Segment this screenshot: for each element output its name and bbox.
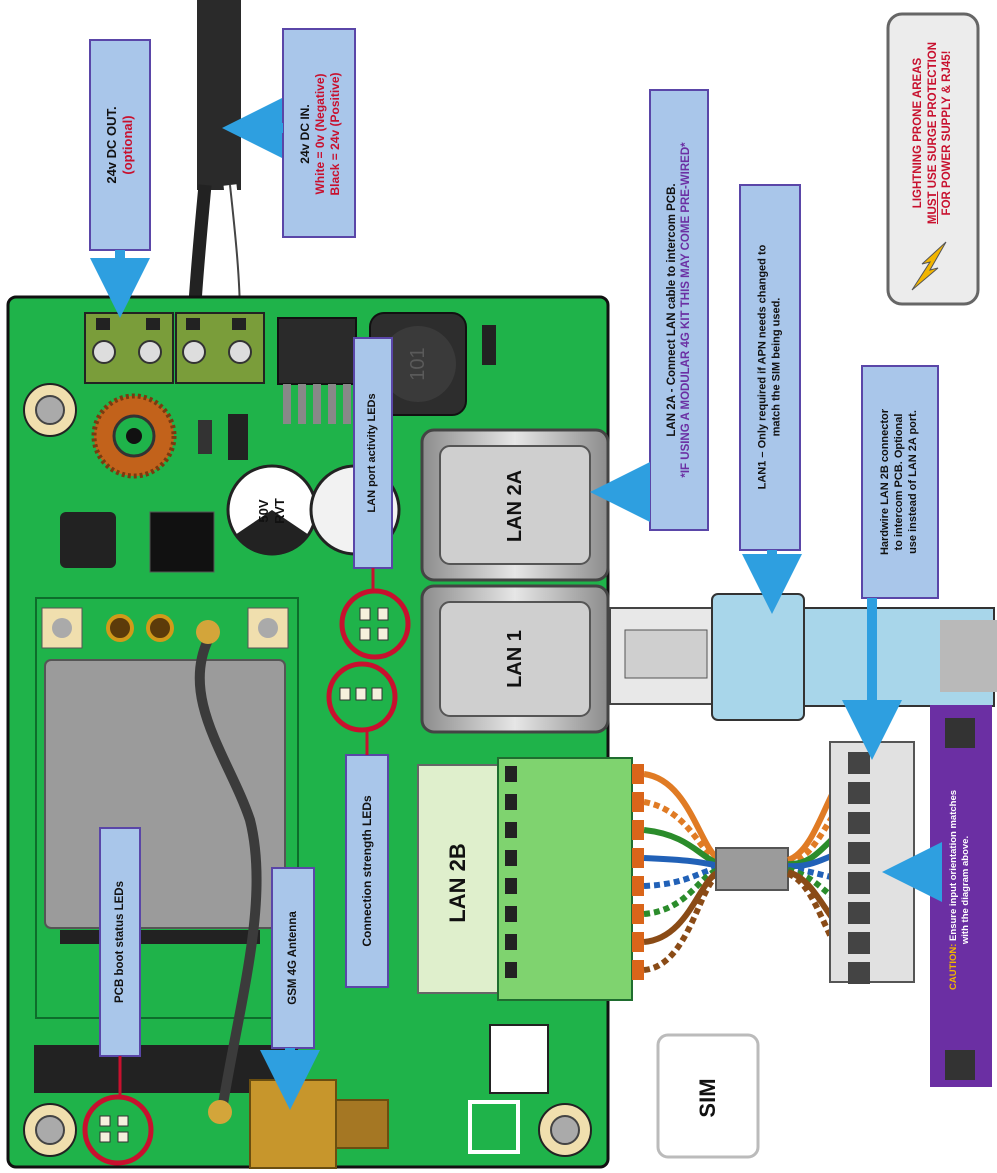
cap-rvt-text: RVT xyxy=(272,498,287,524)
caution-line-1: CAUTION: Ensure input orientation matche… xyxy=(948,790,960,990)
connection-leds-label: Connection strength LEDs xyxy=(352,756,382,986)
dc-in-label: 24v DC IN. White = 0v (Negative) Black =… xyxy=(297,29,342,239)
lan-2a-label: LAN 2A xyxy=(500,446,530,566)
caution-label: CAUTION: Ensure input orientation matche… xyxy=(942,735,978,1045)
pcb-boot-leds-text: PCB boot status LEDs xyxy=(113,880,126,1004)
dc-in-terminal xyxy=(175,312,265,384)
rj45-plug xyxy=(609,593,997,721)
mounting-screw xyxy=(538,1103,592,1157)
gsm-antenna-text: GSM 4G Antenna xyxy=(286,911,299,1005)
caution-line-1-rest: Ensure input orientation matches xyxy=(948,789,960,944)
lan-2b-wires xyxy=(643,757,862,973)
mounting-screw xyxy=(23,1103,77,1157)
lightning-must: MUST xyxy=(926,191,939,225)
lan2a-note-line: LAN 2A - Connect LAN cable to intercom P… xyxy=(665,183,678,437)
lightning-line-2: MUST USE SURGE PROTECTION xyxy=(926,42,940,224)
lan-2b-label: LAN 2B xyxy=(440,823,476,943)
lan-1-label: LAN 1 xyxy=(500,599,530,719)
caution-word: CAUTION: xyxy=(948,943,960,991)
lan2a-note: LAN 2A - Connect LAN cable to intercom P… xyxy=(659,90,699,530)
dc-out-title: 24v DC OUT. xyxy=(103,106,119,184)
dc-in-black: Black = 24v (Positive) xyxy=(327,72,342,196)
sim-text: SIM xyxy=(695,1078,721,1118)
lan2b-note-line-1: Hardwire LAN 2B connector xyxy=(879,408,892,556)
gsm-antenna-label: GSM 4G Antenna xyxy=(278,868,308,1048)
pcb-boot-leds-label: PCB boot status LEDs xyxy=(105,828,135,1056)
lan-2b-text: LAN 2B xyxy=(445,843,471,923)
lan1-note: LAN1 – Only required if APN needs change… xyxy=(751,185,791,550)
dc-in-title: 24v DC IN. xyxy=(297,104,312,164)
sim-card xyxy=(656,1033,760,1159)
lightning-warning-box xyxy=(886,12,980,306)
lightning-line-1: LIGHTNING PRONE AREAS xyxy=(912,57,925,209)
lan2a-warning: *IF USING A MODULAR 4G KIT THIS MAY COME… xyxy=(680,142,692,478)
mounting-screw xyxy=(23,383,77,437)
lan2b-note-line-3: use instead of LAN 2A port. xyxy=(906,410,919,554)
lightning-line-3: FOR POWER SUPPLY & RJ45! xyxy=(941,50,954,216)
inductor-text: 101 xyxy=(406,347,429,381)
4g-module xyxy=(35,597,299,1019)
dc-in-white: White = 0v (Negative) xyxy=(312,73,327,195)
caution-line-2: with the diagram above. xyxy=(960,835,971,945)
cap-50v-text: 50V xyxy=(255,499,271,523)
callout-box xyxy=(345,754,389,988)
capacitor-50v-label: 50V RVT xyxy=(255,471,289,551)
power-cable xyxy=(187,0,247,321)
lan1-note-line-1: LAN1 – Only required if APN needs change… xyxy=(756,244,769,490)
lan-1-text: LAN 1 xyxy=(503,630,526,688)
lan-2a-jack xyxy=(420,428,610,582)
rj45-header xyxy=(829,741,915,984)
lan-activity-leds-text: LAN port activity LEDs xyxy=(366,393,379,513)
callout-box xyxy=(282,28,356,238)
lan1-note-line-2: match the SIM being used. xyxy=(770,297,783,437)
inductor-label: 101 xyxy=(404,334,432,394)
lan-2a-text: LAN 2A xyxy=(503,469,526,543)
callout-box xyxy=(89,39,151,251)
dc-out-label: 24v DC OUT. (optional) xyxy=(103,40,135,250)
callout-box xyxy=(649,89,709,531)
lightning-line-2-rest: USE SURGE PROTECTION xyxy=(926,41,939,192)
lightning-warning: LIGHTNING PRONE AREAS MUST USE SURGE PRO… xyxy=(907,33,959,233)
led-ring xyxy=(82,588,411,1166)
lan2b-note: Hardwire LAN 2B connector to intercom PC… xyxy=(874,366,926,598)
callout-box xyxy=(739,184,801,551)
lan2b-note-line-2: to intercom PCB. Optional xyxy=(893,413,906,551)
lan-activity-leds-label: LAN port activity LEDs xyxy=(358,338,388,568)
lan-1-jack xyxy=(420,584,610,734)
connection-leds-text: Connection strength LEDs xyxy=(359,795,374,947)
lan-2b-terminal xyxy=(417,757,644,1001)
dc-out-optional: (optional) xyxy=(120,115,135,175)
sim-label: SIM xyxy=(693,1058,723,1138)
callout-box xyxy=(861,365,939,599)
dc-out-terminal xyxy=(84,312,174,384)
